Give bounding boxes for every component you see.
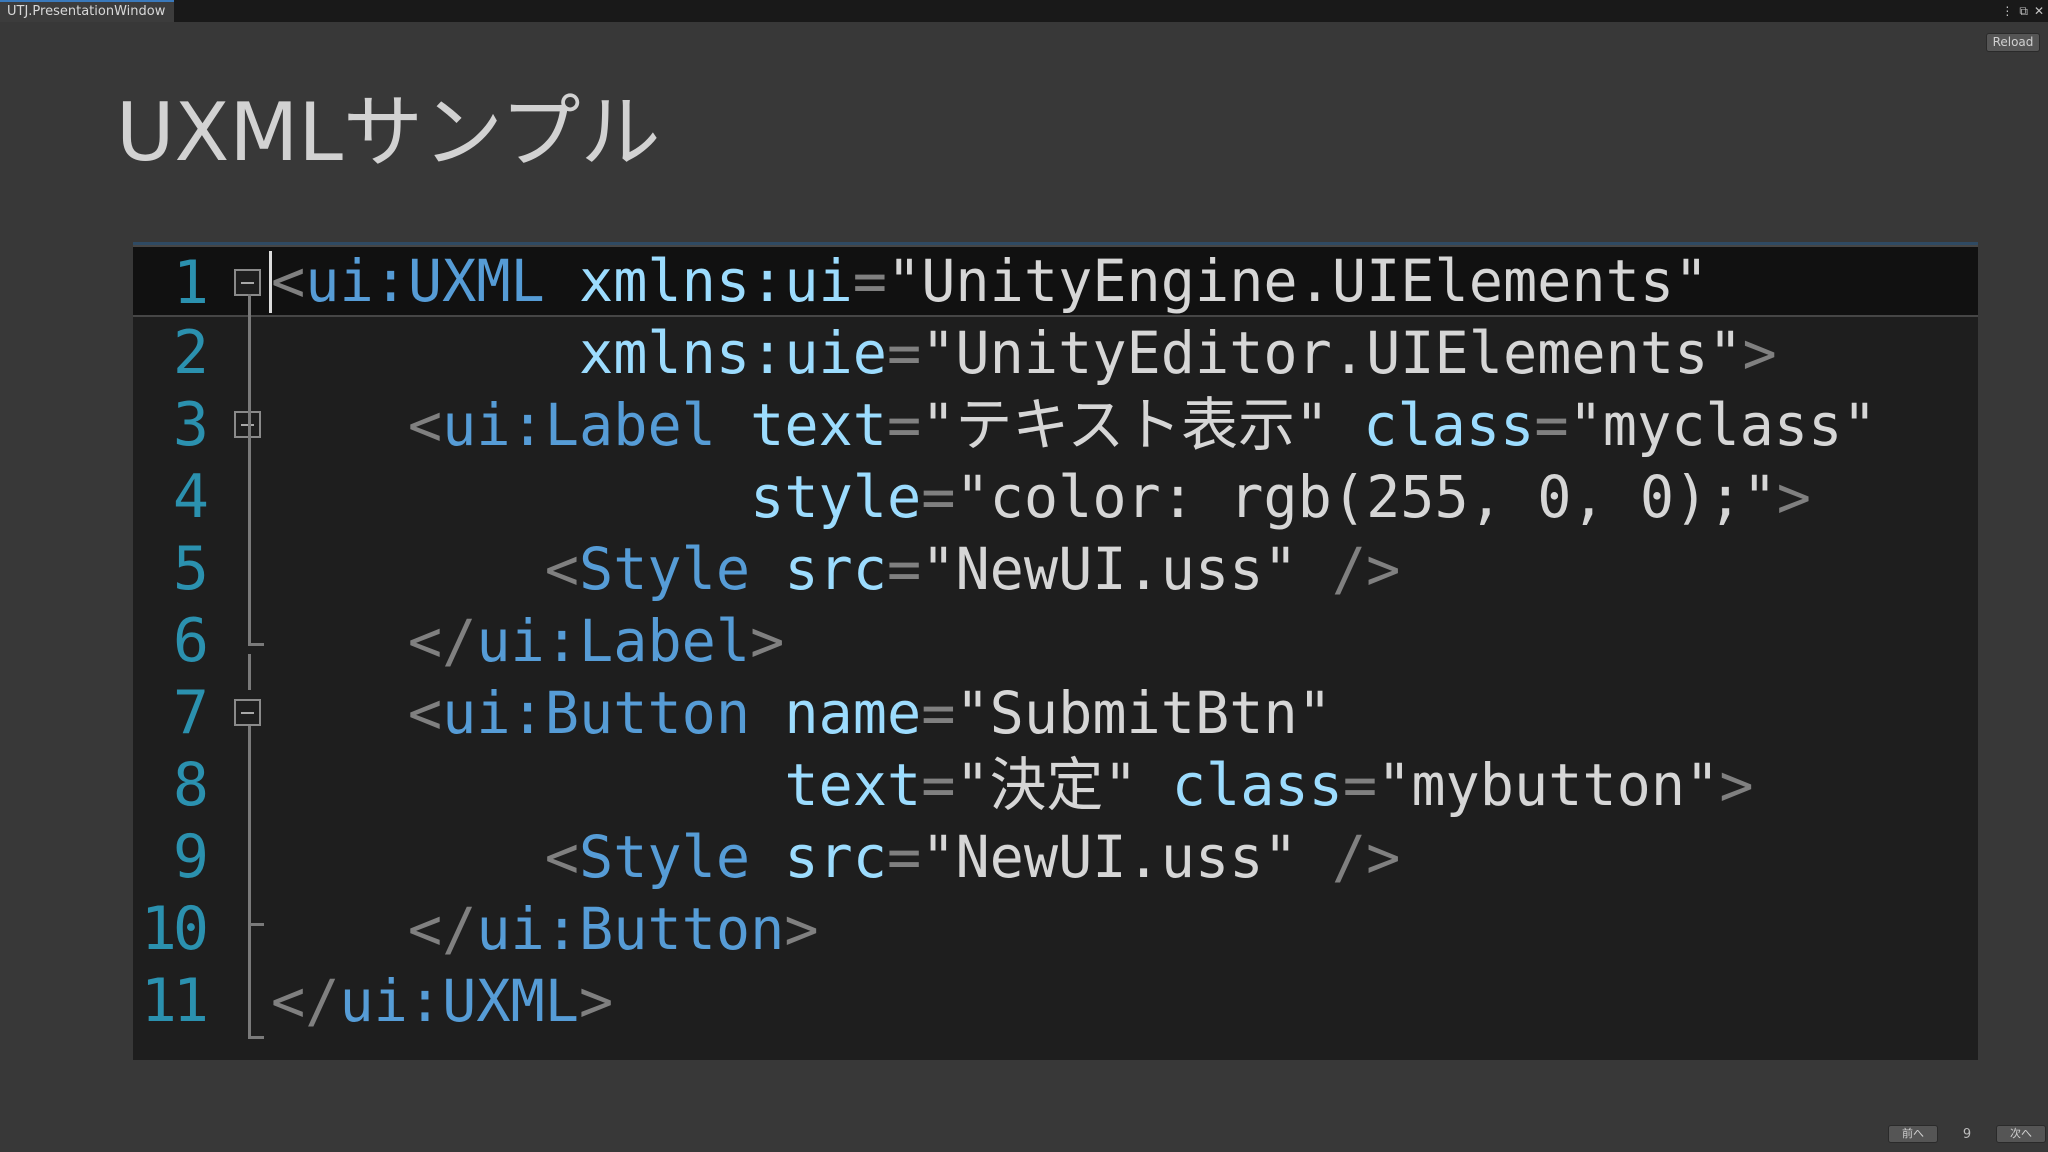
code-text: <ui:Label text="テキスト表示" class="myclass" <box>407 391 1877 459</box>
line-number: 5 <box>172 534 209 604</box>
line-number: 10 <box>140 894 209 964</box>
code-text: <ui:UXML xmlns:ui="UnityEngine.UIElement… <box>271 247 1709 315</box>
page-number: 9 <box>1962 1126 1972 1142</box>
code-text: </ui:Button> <box>407 895 819 963</box>
fold-guide <box>248 726 251 926</box>
fold-guide-end <box>248 1036 264 1039</box>
line-number: 4 <box>172 462 209 532</box>
code-text: </ui:Label> <box>407 607 785 675</box>
line-number: 9 <box>172 822 209 892</box>
fold-guide <box>248 294 251 646</box>
window-tab-label: UTJ.PresentationWindow <box>7 4 166 19</box>
line-number: 11 <box>140 966 209 1036</box>
code-text: text="決定" class="mybutton"> <box>784 751 1754 819</box>
fold-collapse-icon[interactable] <box>234 269 261 296</box>
line-number: 7 <box>172 678 209 748</box>
fold-guide-end <box>248 643 264 646</box>
previous-slide-button[interactable]: 前へ <box>1888 1125 1938 1143</box>
code-line-1: 1 <ui:UXML xmlns:ui="UnityEngine.UIEleme… <box>133 245 1978 318</box>
slide-footer: 前へ 9 次へ <box>1888 1124 2046 1144</box>
fold-guide <box>248 926 251 1039</box>
code-text: <Style src="NewUI.uss" /> <box>544 823 1401 891</box>
code-text: style="color: rgb(255, 0, 0);"> <box>750 463 1811 531</box>
fold-collapse-icon[interactable] <box>234 699 261 726</box>
code-text: <ui:Button name="SubmitBtn" <box>407 679 1332 747</box>
code-line-4: 4 style="color: rgb(255, 0, 0);"> <box>133 461 1978 533</box>
next-slide-button[interactable]: 次へ <box>1996 1125 2046 1143</box>
line-number: 2 <box>172 318 209 388</box>
code-editor: 1 <ui:UXML xmlns:ui="UnityEngine.UIEleme… <box>133 242 1978 1060</box>
menu-icon[interactable]: ⋮ <box>2001 4 2014 18</box>
code-line-5: 5 <Style src="NewUI.uss" /> <box>133 533 1978 605</box>
reload-button[interactable]: Reload <box>1986 33 2040 52</box>
code-line-2: 2 xmlns:uie="UnityEditor.UIElements"> <box>133 317 1978 389</box>
code-line-3: 3 <ui:Label text="テキスト表示" class="myclass… <box>133 389 1978 461</box>
line-number: 1 <box>172 248 209 318</box>
close-icon[interactable]: ✕ <box>2033 4 2044 18</box>
code-text: <Style src="NewUI.uss" /> <box>544 535 1401 603</box>
window-tab[interactable]: UTJ.PresentationWindow <box>0 0 174 22</box>
code-line-8: 8 text="決定" class="mybutton"> <box>133 749 1978 821</box>
code-line-10: 10 </ui:Button> <box>133 893 1978 965</box>
fold-collapse-icon[interactable] <box>234 411 261 438</box>
code-line-6: 6 </ui:Label> <box>133 605 1978 677</box>
window-controls: ⋮ ⧉ ✕ <box>2001 0 2044 22</box>
fold-guide <box>248 654 251 690</box>
maximize-icon[interactable]: ⧉ <box>2019 4 2028 18</box>
code-line-7: 7 <ui:Button name="SubmitBtn" <box>133 677 1978 749</box>
title-bar: UTJ.PresentationWindow ⋮ ⧉ ✕ <box>0 0 2048 22</box>
line-number: 6 <box>172 606 209 676</box>
line-number: 8 <box>172 750 209 820</box>
code-line-9: 9 <Style src="NewUI.uss" /> <box>133 821 1978 893</box>
text-caret <box>269 251 272 313</box>
fold-guide-end <box>248 923 264 926</box>
code-text: xmlns:uie="UnityEditor.UIElements"> <box>578 319 1777 387</box>
line-number: 3 <box>172 390 209 460</box>
code-text: </ui:UXML> <box>271 967 614 1035</box>
code-line-11: 11 </ui:UXML> <box>133 965 1978 1037</box>
slide-title: UXMLサンプル <box>116 86 661 179</box>
